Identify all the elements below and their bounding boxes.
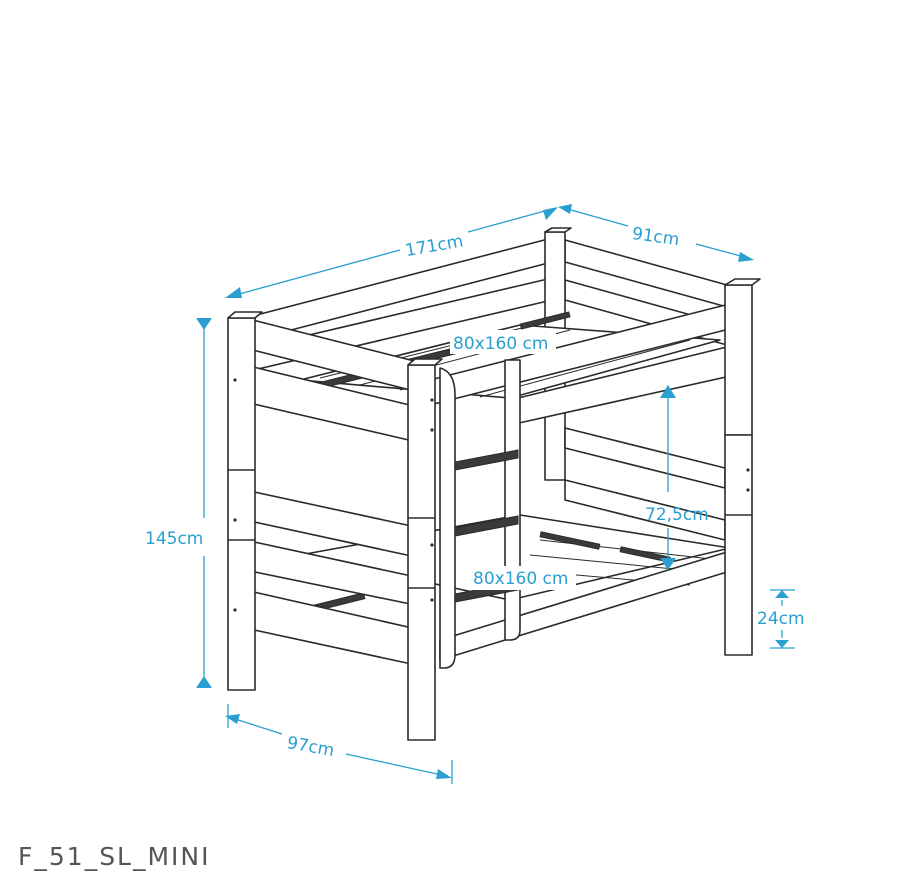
dim-height-label: 145cm: [145, 529, 203, 549]
dim-floor-clearance-label: 24cm: [757, 609, 805, 629]
lower-mattress-label-bg: [470, 566, 576, 590]
dim-footprint-label: 97cm: [285, 733, 335, 761]
dim-97-line: [225, 704, 453, 784]
dim-length-label: 171cm: [404, 231, 465, 261]
post-front-left: [407, 364, 436, 741]
dim-145-line: [196, 318, 212, 688]
post-front-right-lower: [724, 434, 753, 656]
model-code: F_51_SL_MINI: [18, 842, 211, 871]
post-back-left: [227, 317, 256, 691]
dim-clearance-label: 72,5cm: [645, 505, 709, 525]
back-frame: [244, 227, 746, 541]
dim-72-line: [660, 385, 676, 570]
dim-depth-label: 91cm: [631, 224, 681, 250]
post-front-right-upper: [724, 284, 753, 436]
dim-91-line: [558, 204, 754, 262]
dim-24-line: [770, 589, 795, 649]
dim-171-line: [225, 207, 558, 298]
upper-mattress-label: 80x160 cm: [453, 334, 548, 354]
lower-mattress-label: 80x160 cm: [473, 569, 568, 589]
ladder: [439, 359, 521, 669]
left-end: [227, 311, 750, 741]
upper-mattress-label-bg: [450, 330, 556, 354]
